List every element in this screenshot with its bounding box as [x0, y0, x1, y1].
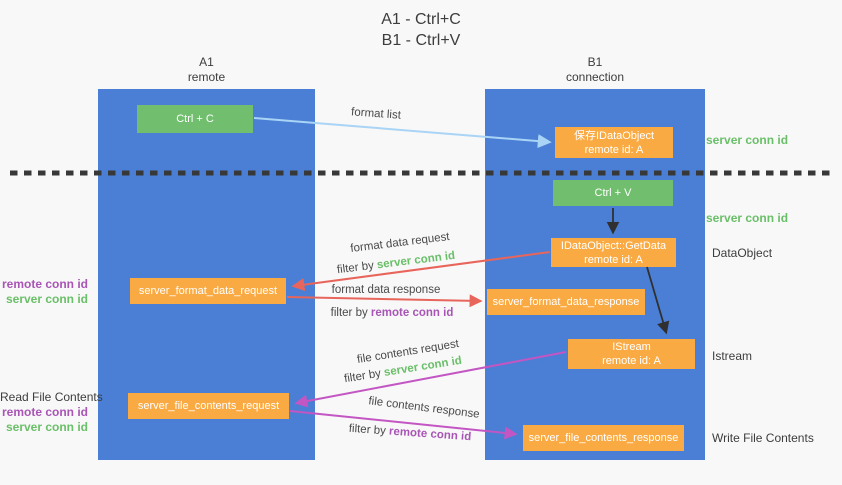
dataobject-label: DataObject: [712, 246, 773, 260]
istream-title: IStream: [612, 341, 651, 353]
idataobject-getdata-box: IDataObject::GetData remote id: A: [551, 238, 676, 267]
server-format-data-response-box: server_format_data_response: [487, 289, 645, 315]
save-idataobject-box: 保存IDataObject remote id: A: [555, 127, 673, 158]
filter-by-text-2: filter by: [330, 307, 371, 319]
read-file-contents-label: Read File Contents: [0, 390, 103, 404]
getdata-title: IDataObject::GetData: [560, 239, 667, 252]
server-conn-id-label-2: server conn id: [5, 420, 88, 434]
server-file-contents-response-box: server_file_contents_response: [523, 425, 684, 451]
filter-remote-conn-id-2: remote conn id: [388, 425, 472, 444]
save-idataobject-subtitle: remote id: A: [584, 143, 644, 156]
save-idataobject-title: 保存IDataObject: [573, 129, 655, 142]
filter-by-remote-conn-id-label-2: filter by remote conn id: [348, 423, 471, 444]
format-request-label: server_format_data_request: [138, 285, 278, 297]
ctrl-v-box: Ctrl + V: [553, 180, 673, 206]
ctrl-c-label: Ctrl + C: [176, 113, 214, 125]
istream-subtitle: remote id: A: [602, 355, 661, 367]
format-data-response-arrow-label: format data response: [331, 284, 441, 296]
ctrl-c-box: Ctrl + C: [137, 105, 253, 133]
server-conn-id-label-mid: server conn id: [706, 211, 789, 225]
server-file-contents-request-box: server_file_contents_request: [128, 393, 289, 419]
file-contents-response-arrow-label: file contents response: [367, 395, 481, 421]
format-response-label: server_format_data_response: [492, 296, 640, 308]
filter-remote-conn-id-1: remote conn id: [370, 307, 454, 319]
left-conn-id-group-2: remote conn id server conn id: [0, 405, 88, 435]
filter-by-text-3: filter by: [343, 367, 385, 386]
filter-by-remote-conn-id-label-1: filter by remote conn id: [331, 307, 454, 319]
diagram-title: A1 - Ctrl+C B1 - Ctrl+V: [0, 9, 842, 51]
column-header-a1: A1 remote: [98, 55, 315, 85]
format-data-response-arrow: [286, 294, 483, 308]
title-line-2: B1 - Ctrl+V: [381, 32, 461, 49]
server-conn-id-label-top: server conn id: [706, 133, 789, 147]
file-response-label: server_file_contents_response: [528, 432, 679, 444]
filter-server-conn-id-1: server conn id: [376, 249, 456, 272]
write-file-contents-label: Write File Contents: [712, 431, 814, 445]
ctrl-v-label: Ctrl + V: [594, 187, 632, 199]
istream-box: IStream remote id: A: [568, 339, 695, 369]
format-list-arrow-label: format list: [350, 106, 402, 122]
server-format-data-request-box: server_format_data_request: [130, 278, 286, 304]
column-a1-name: A1: [199, 55, 214, 69]
istream-side-label: Istream: [712, 349, 753, 363]
column-a1-role: remote: [187, 70, 226, 84]
file-request-label: server_file_contents_request: [137, 400, 280, 412]
filter-by-text-1: filter by: [336, 259, 378, 277]
left-conn-id-group-1: remote conn id server conn id: [0, 277, 88, 307]
remote-conn-id-label-1: remote conn id: [1, 277, 88, 291]
column-b1-role: connection: [565, 70, 625, 84]
column-b1-name: B1: [587, 55, 603, 69]
getdata-subtitle: remote id: A: [584, 253, 643, 266]
column-header-b1: B1 connection: [485, 55, 705, 85]
title-line-1: A1 - Ctrl+C: [381, 11, 461, 28]
server-conn-id-label-1: server conn id: [5, 292, 88, 306]
filter-by-text-4: filter by: [348, 422, 390, 438]
remote-conn-id-label-2: remote conn id: [1, 405, 88, 419]
